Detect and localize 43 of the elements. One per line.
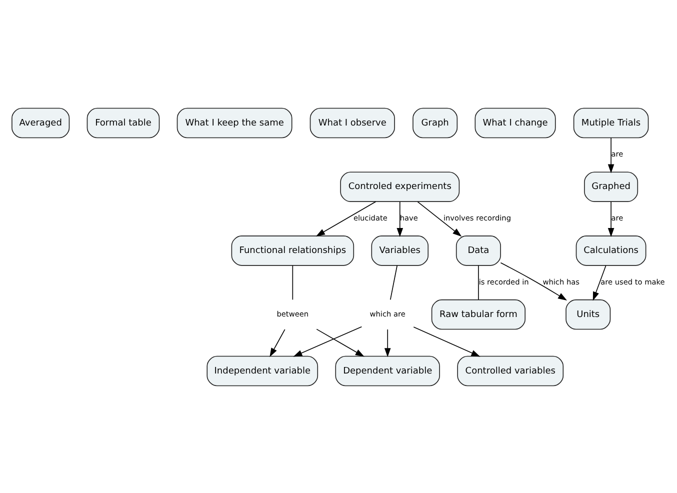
node-box: Graphed	[584, 171, 638, 202]
edge-label: are	[611, 213, 624, 222]
connector	[390, 264, 398, 300]
arrow	[384, 328, 391, 357]
arrow	[417, 200, 462, 236]
arrow	[316, 328, 364, 356]
node-box: Dependent variable	[335, 355, 440, 386]
arrow	[293, 326, 362, 356]
edge-label: are	[611, 149, 624, 158]
arrow	[608, 200, 614, 237]
edge-label: which has	[542, 276, 580, 286]
arrow	[500, 262, 568, 300]
edge-label: elucidate	[353, 213, 388, 222]
arrow	[413, 326, 480, 356]
arrow	[396, 200, 404, 237]
connector	[478, 264, 479, 300]
node-box: Variables	[371, 235, 429, 266]
node-box: Controled experiments	[340, 171, 460, 202]
node-box: Data	[456, 235, 501, 266]
arrow	[608, 137, 614, 173]
node-box: Units	[566, 298, 611, 330]
connector	[292, 264, 294, 300]
node-box: Functional relationships	[231, 235, 354, 266]
edge-label: are used to make	[600, 276, 665, 286]
node-box: Graph	[412, 107, 458, 138]
node-box: Averaged	[12, 107, 70, 138]
node-box: Independent variable	[206, 355, 318, 386]
node-text: between	[276, 308, 309, 318]
edge-label: have	[400, 213, 418, 222]
node-box: Raw tabular form	[431, 298, 526, 330]
arrow	[270, 328, 286, 356]
node-box: What I observe	[310, 107, 395, 138]
node-text: which are	[370, 308, 406, 318]
node-box: Calculations	[576, 235, 646, 266]
arrow	[592, 264, 606, 300]
edge-label: involves recording	[443, 213, 512, 222]
node-box: Mutiple Trials	[573, 107, 649, 138]
node-box: Controlled variables	[457, 355, 564, 386]
node-box: What I keep the same	[176, 107, 292, 138]
edge-label: is recorded in	[478, 276, 529, 286]
node-box: What I change	[474, 107, 556, 138]
arrow	[316, 200, 376, 236]
node-box: Formal table	[86, 107, 160, 138]
